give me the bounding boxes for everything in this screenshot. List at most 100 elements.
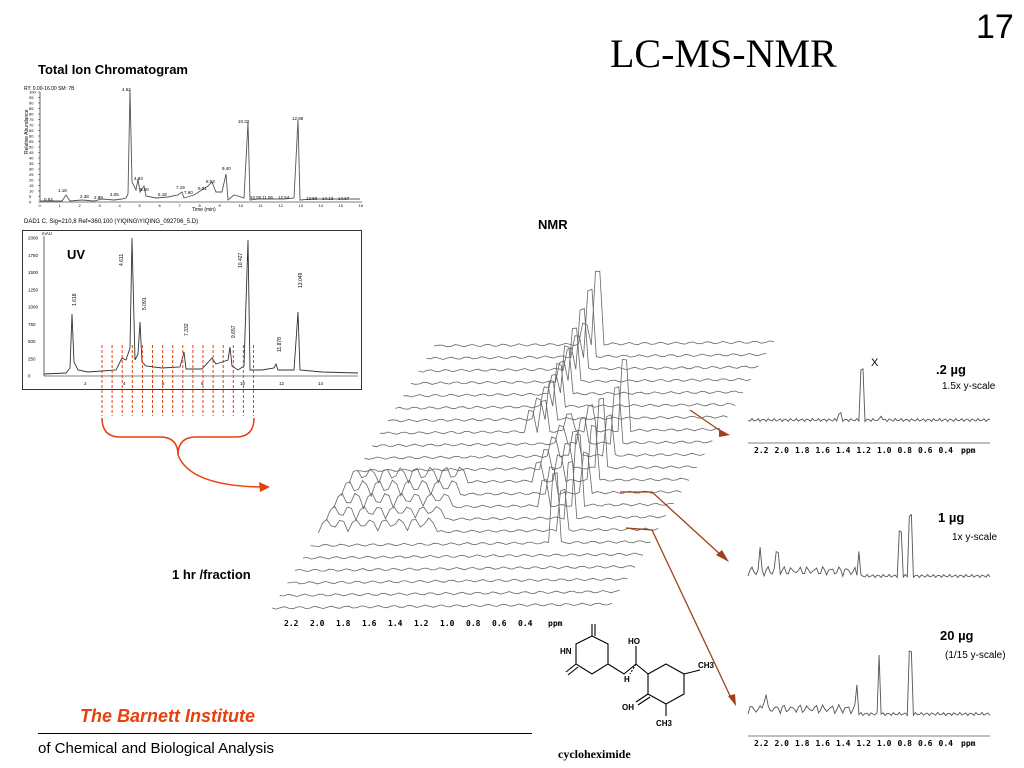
uv-y-tick: 1250 [28, 287, 39, 292]
tic-x-label: Time (min) [192, 207, 216, 213]
sample-1-scale: 1.5x y-scale [942, 381, 996, 392]
tic-title: Total Ion Chromatogram [38, 62, 188, 77]
tic-y-tick: 65 [29, 128, 34, 133]
tic-x-tick: 5 [139, 203, 142, 208]
tic-peak-label: 8.53 [206, 179, 215, 184]
nmr-trace [317, 488, 659, 534]
tic-y-tick: 60 [29, 134, 34, 139]
sample-ppm-tick: 1.4 [836, 446, 851, 455]
tic-peak-label: 13.50 [306, 196, 318, 201]
tic-peak-label: 14.13 [322, 196, 334, 201]
tic-peak-label: 4.93 [134, 176, 143, 181]
tic-peak-label: 12.88 [292, 116, 304, 121]
sample-ppm-tick: 1.6 [816, 739, 831, 748]
tic-y-tick-labels: 1009590858075706560555045403530252015105… [29, 90, 40, 205]
uv-y-tick: 500 [28, 339, 36, 344]
uv-y-tick: 250 [28, 356, 36, 361]
nmr-ppm-tick: 0.6 [492, 619, 507, 628]
carbonyl-top [591, 624, 596, 636]
tic-y-tick: 30 [29, 167, 34, 172]
tic-peak-label: 1.18 [58, 188, 67, 193]
uv-y-tick: 1000 [28, 305, 39, 310]
nmr-ppm-tick: 2.2 [284, 619, 299, 628]
nmr-ppm-tick: 1.6 [362, 619, 377, 628]
tic-x-tick: 9 [219, 203, 222, 208]
tic-peak-label: 2.38 [80, 194, 89, 199]
sample-ppm-tick: 2.0 [775, 739, 790, 748]
nmr-traces [271, 270, 775, 610]
tic-x-tick: 3 [99, 203, 102, 208]
uv-chart-frame [22, 230, 362, 390]
sample-2-scale: 1x y-scale [952, 532, 998, 543]
nmr-ppm-tick: 0.8 [466, 619, 481, 628]
institute-subtitle: of Chemical and Biological Analysis [38, 740, 274, 757]
sample-traces [747, 368, 991, 717]
tic-x-tick: 16 [359, 203, 364, 208]
tic-peak-label: 9.40 [222, 166, 231, 171]
sample-ppm-tick: 0.8 [898, 739, 913, 748]
tic-y-tick: 15 [29, 183, 34, 188]
sample-ppm-tick: 1.4 [836, 739, 851, 748]
tic-x-tick: 1 [59, 203, 62, 208]
h-hash-bond [629, 663, 637, 675]
tic-x-tick: 6 [159, 203, 162, 208]
tic-peak-label: 4.05 [110, 192, 119, 197]
sample-ppm-tick: 2.2 [754, 446, 769, 455]
tic-x-tick: 14 [319, 203, 324, 208]
tic-peak-label: 10.32 [238, 119, 250, 124]
tic-y-tick: 75 [29, 117, 34, 122]
nmr-ppm-tick: 1.4 [388, 619, 403, 628]
uv-units: mAU [42, 231, 52, 236]
arrowhead-1 [719, 429, 730, 437]
sample-ppm-tick: 0.8 [898, 446, 913, 455]
uv-peak-label: 1.618 [72, 293, 78, 306]
sample-ppm-tick: 1.2 [857, 446, 872, 455]
tic-x-tick: 15 [339, 203, 344, 208]
glutarimide-ring [575, 635, 609, 675]
tic-peak-label: 14.67 [338, 196, 350, 201]
sample-ppm-tick: 1.0 [877, 446, 892, 455]
uv-x-tick: 6 [162, 381, 165, 386]
nmr-trace [302, 552, 643, 560]
methyl-bond-1 [683, 669, 701, 675]
sample-ppm-unit: ppm [961, 446, 976, 455]
nmr-trace [356, 397, 697, 473]
uv-peak-label: 13.049 [298, 272, 304, 288]
uv-y-tick: 750 [28, 322, 36, 327]
sample-ppm-tick: 0.4 [939, 739, 954, 748]
nmr-ppm-tick: 2.0 [310, 619, 325, 628]
tic-y-tick: 70 [29, 123, 34, 128]
sample-trace [747, 513, 991, 579]
sample-ppm-tick: 2.2 [754, 739, 769, 748]
fraction-label: 1 hr /fraction [172, 567, 251, 582]
tic-peak-label: 6.18 [158, 192, 167, 197]
tic-peak-label: 7.60 [184, 190, 193, 195]
tic-header: RT: 0.00-16.00 SM: 7B [24, 86, 75, 92]
tic-peak-label: 0.54 [44, 197, 53, 202]
sample-3-amount: 20 µg [940, 628, 974, 643]
uv-header: DAD1 C, Sig=210,8 Ref=360,100 (YIQING\YI… [24, 219, 199, 225]
tic-peak-label: 11.06 [262, 195, 273, 200]
nmr-trace [395, 362, 736, 410]
uv-y-tick: 2000 [28, 236, 39, 241]
nmr-ppm-tick: 0.4 [518, 619, 533, 628]
uv-y-tick: 1500 [28, 270, 39, 275]
tic-peak-label: 12.54 [278, 195, 290, 200]
nmr-trace [418, 307, 759, 373]
arrow-to-sample-1 [689, 409, 723, 433]
link-bond [635, 663, 649, 675]
uv-x-tick: 2 [84, 381, 87, 386]
sample-ppm-tick: 0.6 [918, 739, 933, 748]
arrowhead-3 [728, 694, 736, 706]
bracket-arrow [177, 454, 263, 488]
nmr-trace [426, 288, 767, 360]
sample-ppm-unit: ppm [961, 739, 976, 748]
nmr-trace [333, 433, 674, 510]
tic-y-tick: 55 [29, 139, 34, 144]
slide-title: LC-MS-NMR [610, 31, 837, 76]
